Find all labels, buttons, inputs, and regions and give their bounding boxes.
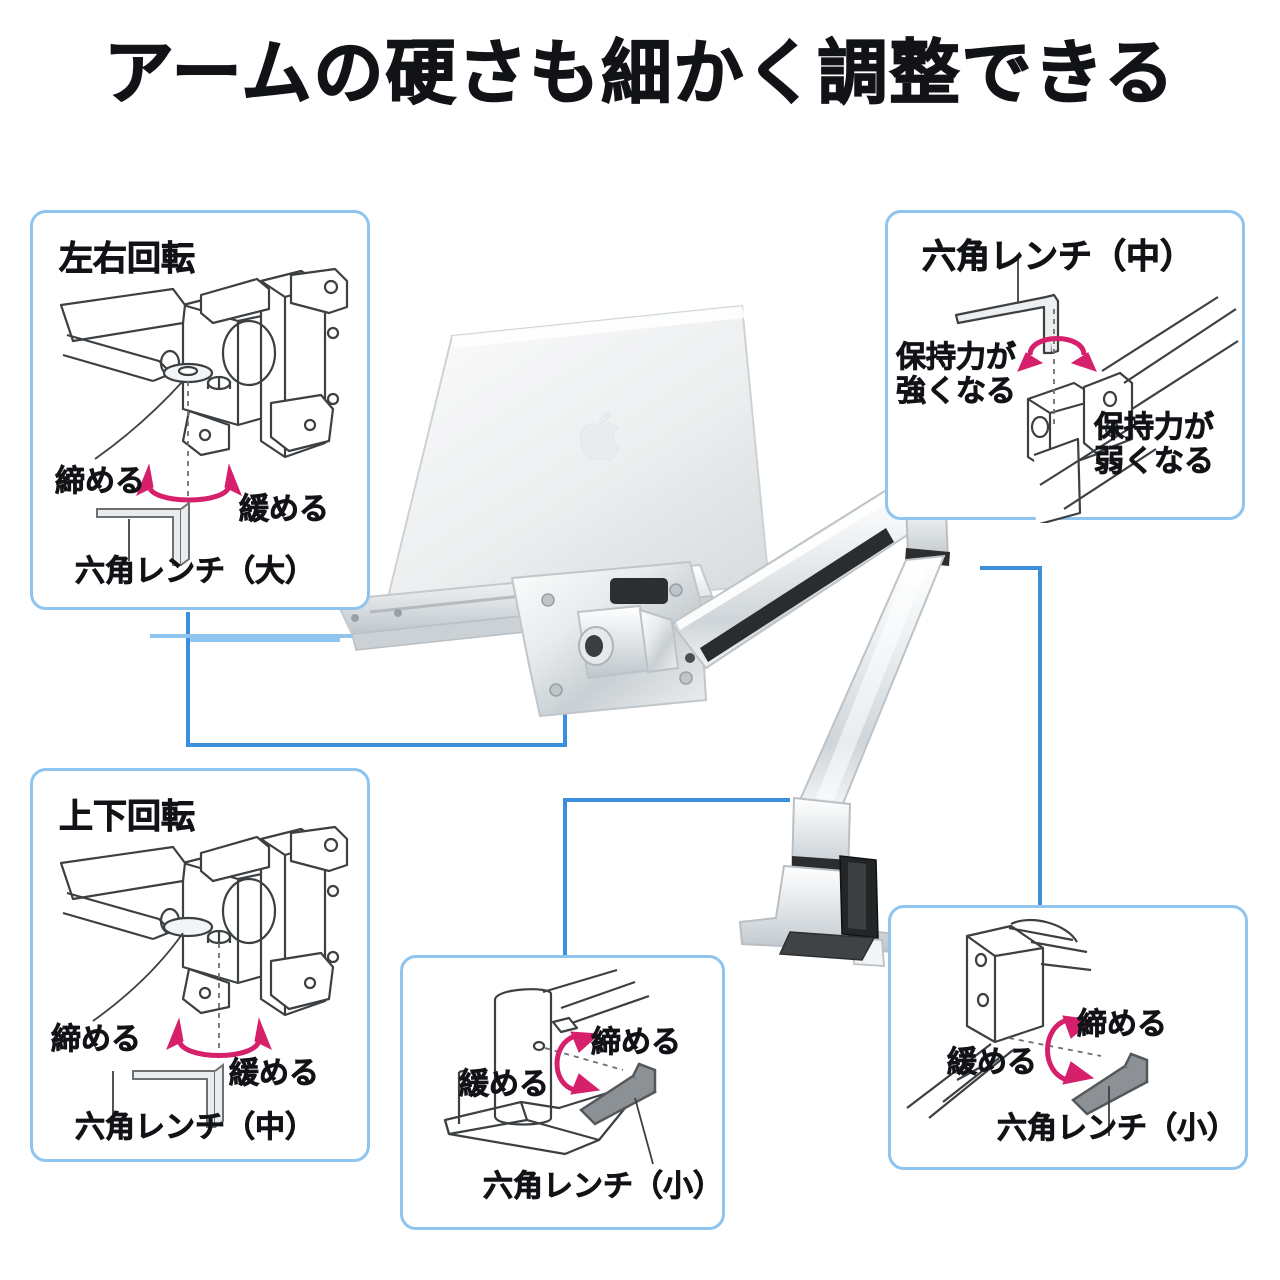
- label-loosen-lr: 緩める: [239, 493, 330, 527]
- rotation-arrow-joint: [1045, 1015, 1095, 1085]
- label-force-stronger: 保持力が 強くなる: [896, 341, 1017, 408]
- hex-wrench-large: [96, 501, 190, 566]
- rotation-arrow-pair: [136, 463, 242, 503]
- label-tool-base: 六角レンチ（小）: [483, 1170, 724, 1204]
- panel-desk-clamp-adjust: 締める 緩める 六角レンチ（小）: [400, 955, 725, 1230]
- laptop: [381, 304, 771, 620]
- vesa-mount-head: [510, 560, 708, 718]
- label-tool-mid: 六角レンチ（中）: [922, 238, 1195, 277]
- rotation-arrow-pair-ud: [166, 1017, 272, 1058]
- rotation-arrow-base: [554, 1031, 601, 1095]
- tilt-joint: [576, 604, 680, 680]
- label-tool-lr: 六角レンチ（大）: [75, 555, 316, 589]
- label-force-weaker: 保持力が 弱くなる: [1094, 411, 1215, 478]
- left-right-rotation-illustration: [59, 267, 349, 566]
- panel-up-down-rotation: 上下回転: [30, 768, 370, 1162]
- desk-clamp-illustration: [443, 968, 657, 1165]
- label-tool-ud: 六角レンチ（中）: [75, 1111, 316, 1145]
- panel-up-down-title: 上下回転: [59, 798, 196, 837]
- label-tighten-base: 締める: [591, 1026, 682, 1060]
- page-title: アームの硬さも細かく調整できる: [103, 34, 1177, 112]
- label-tighten-lr: 締める: [55, 465, 146, 499]
- label-tool-joint: 六角レンチ（小）: [997, 1112, 1238, 1146]
- label-tighten-joint: 締める: [1077, 1008, 1168, 1042]
- rotation-arrow-pair-mid: [1017, 336, 1097, 372]
- post: [790, 796, 852, 878]
- label-tighten-ud: 締める: [51, 1023, 142, 1057]
- arm-joint-illustration: [906, 919, 1149, 1136]
- label-loosen-joint: 緩める: [947, 1046, 1038, 1080]
- up-down-rotation-illustration: [59, 825, 349, 1128]
- panel-arm-joint-adjust: 締める 緩める 六角レンチ（小）: [888, 905, 1248, 1170]
- connector-up-down: [186, 612, 567, 747]
- hex-wrench-small-base: [579, 1062, 657, 1126]
- panel-holding-force: 六角レンチ（中） 保持力が 強くなる 保持力が 弱くなる: [885, 210, 1245, 523]
- connector-joint: [980, 566, 1042, 905]
- lower-arm: [798, 554, 946, 808]
- panel-left-right-rotation: 左右回転: [30, 210, 370, 610]
- label-loosen-ud: 緩める: [229, 1057, 320, 1091]
- hex-wrench-small-joint: [1071, 1052, 1149, 1116]
- connector-base: [563, 798, 790, 955]
- holding-force-illustration: [954, 257, 1239, 523]
- laptop-tray: [334, 563, 715, 651]
- panel-left-right-title: 左右回転: [59, 240, 196, 279]
- connector-left-right: [186, 612, 340, 642]
- hex-wrench-medium-ud: [132, 1063, 224, 1128]
- label-loosen-base: 緩める: [459, 1068, 550, 1102]
- apple-logo: [580, 412, 620, 461]
- desk-clamp: [738, 855, 900, 967]
